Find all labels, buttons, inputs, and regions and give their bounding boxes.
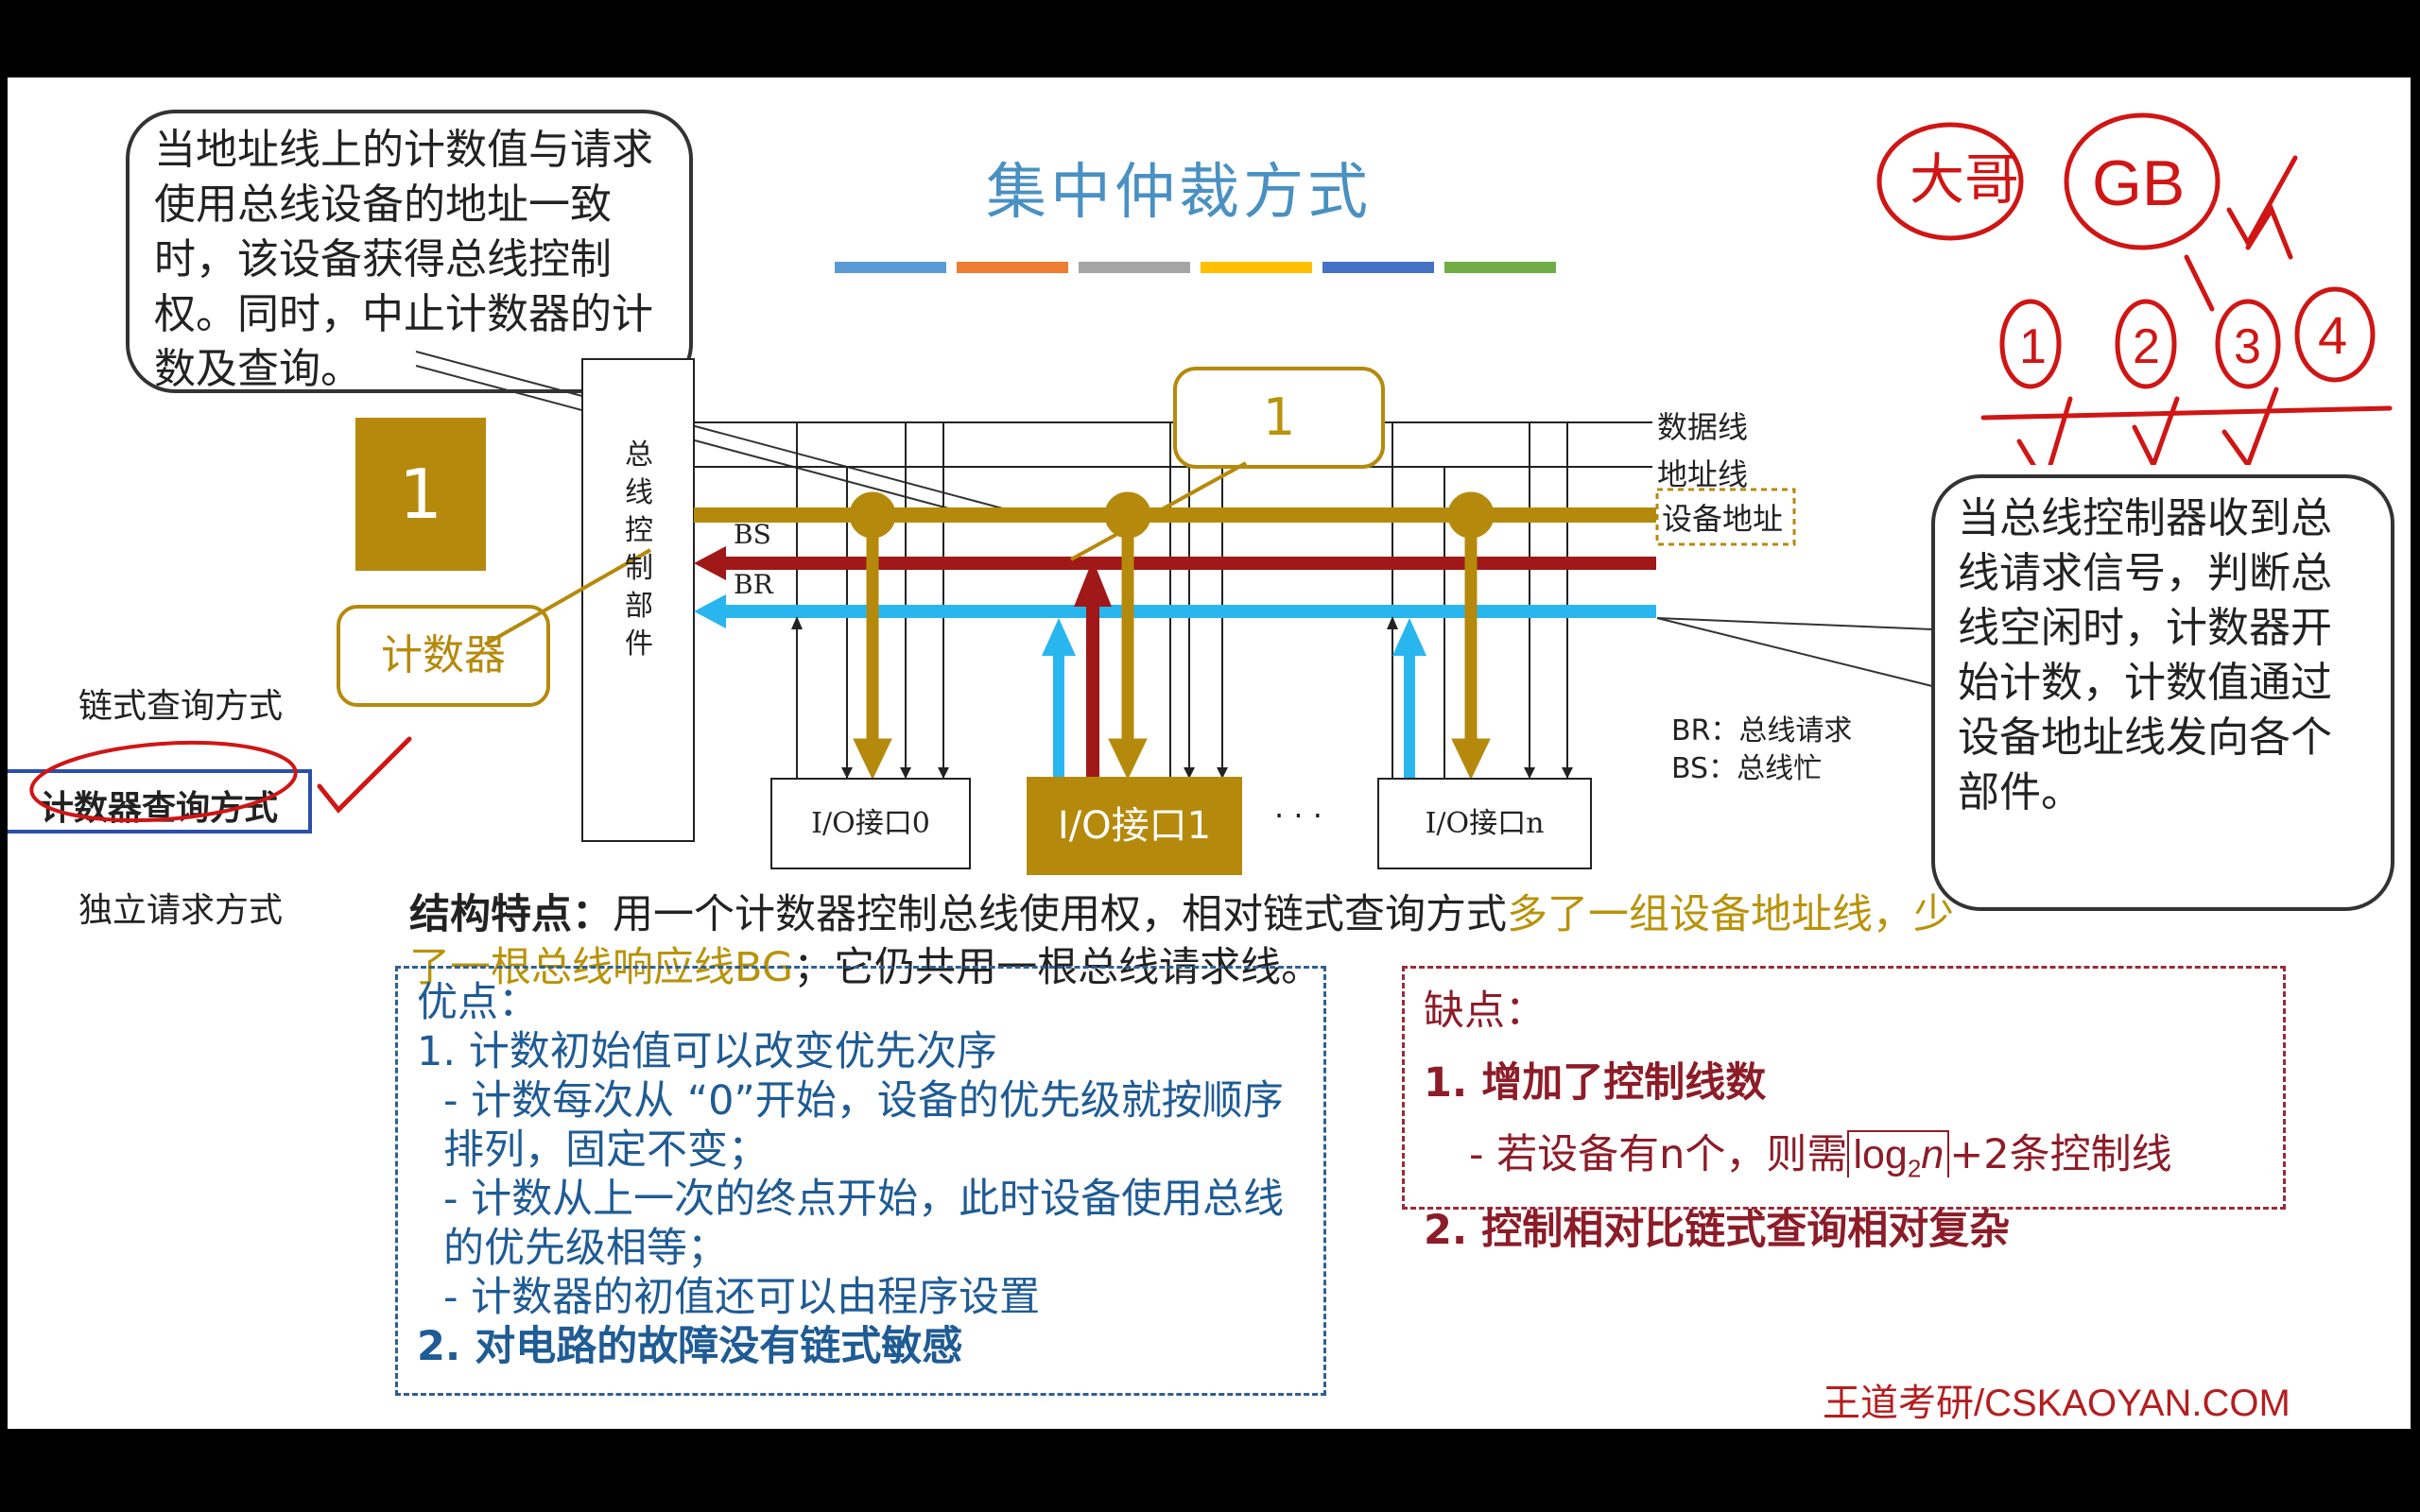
handwriting-annotation: 大哥 GB 1 2 3 4 bbox=[1876, 112, 2393, 465]
gold-taps bbox=[849, 491, 1495, 781]
io1-br-arrow bbox=[1053, 652, 1064, 779]
gold-callout-frame bbox=[1173, 367, 1385, 469]
device-address-label: 设备地址 bbox=[1662, 501, 1784, 537]
bs-arrow-head bbox=[694, 546, 726, 580]
callout-address-match: 当地址线上的计数值与请求使用总线设备的地址一致时，该设备获得总线控制权。同时，中… bbox=[126, 110, 693, 393]
slide-canvas: 集中仲裁方式 当地址线上的计数值与请求使用总线设备的地址一致时，该设备获得总线控… bbox=[8, 77, 2411, 1429]
device-address-bus bbox=[694, 507, 1656, 523]
watermark: 王道考研/CSKAOYAN.COM bbox=[1823, 1383, 2290, 1424]
counter-label: 计数器 bbox=[337, 605, 550, 707]
nav-item-independent[interactable]: 独立请求方式 bbox=[78, 891, 284, 930]
cons-item-1: 1. 增加了控制线数 bbox=[1424, 1059, 1767, 1107]
gold-callout-pointer bbox=[1070, 461, 1247, 561]
structure-text-1: 用一个计数器控制总线使用权，相对链式查询方式 bbox=[613, 891, 1507, 938]
slide-title: 集中仲裁方式 bbox=[986, 158, 1372, 228]
pros-box: 优点： 1. 计数初始值可以改变优先次序 - 计数每次从 “0”开始，设备的优先… bbox=[395, 966, 1326, 1396]
cons-heading: 缺点： bbox=[1424, 988, 1546, 1035]
pros-sub-3: - 计数器的初值还可以由程序设置 bbox=[443, 1274, 1041, 1321]
annotation-num-2: 2 bbox=[2133, 319, 2160, 374]
cons-sub-1-tail: +2条控制线 bbox=[1949, 1131, 2172, 1178]
address-line-label: 地址线 bbox=[1657, 456, 1749, 492]
legend-br: BR：总线请求 bbox=[1671, 714, 1853, 747]
nav-item-chain[interactable]: 链式查询方式 bbox=[78, 687, 284, 726]
annotation-num-4: 4 bbox=[2318, 305, 2347, 365]
title-bar-segment bbox=[835, 262, 946, 273]
small-arrow-heads bbox=[791, 616, 1573, 779]
bus-diagram bbox=[415, 351, 1956, 875]
cons-item-2: 2. 控制相对比链式查询相对复杂 bbox=[1424, 1206, 2011, 1254]
right-callout-pointer bbox=[1656, 617, 1956, 693]
bs-label: BS bbox=[734, 519, 771, 550]
step-number-box: 1 bbox=[355, 418, 486, 571]
ion-br-arrow bbox=[1404, 652, 1415, 779]
title-bar-segment bbox=[1079, 262, 1190, 273]
structure-heading: 结构特点： bbox=[409, 891, 613, 938]
br-label: BR bbox=[734, 569, 773, 600]
nav-handwriting-annotation bbox=[29, 736, 412, 823]
structure-feature: 结构特点：用一个计数器控制总线使用权，相对链式查询方式多了一组设备地址线，少了一… bbox=[409, 888, 1960, 994]
pros-heading: 优点： bbox=[417, 979, 539, 1026]
bs-bus-line bbox=[718, 557, 1656, 570]
io-interface-0-label: I/O接口0 bbox=[811, 807, 930, 840]
bus-controller-label: 总线控制部件 bbox=[625, 438, 653, 661]
io-interface-1-box bbox=[1027, 777, 1242, 875]
bus-controller-box bbox=[581, 358, 695, 842]
io-interface-1-label: I/O接口1 bbox=[1057, 804, 1212, 848]
io-interface-n-label: I/O接口n bbox=[1425, 807, 1545, 840]
gold-callout-number: 1 bbox=[1262, 387, 1296, 447]
title-bar-segment bbox=[957, 262, 1068, 273]
annotation-num-3: 3 bbox=[2234, 319, 2261, 374]
br-arrow-head bbox=[694, 594, 726, 628]
callout-pointer-line bbox=[415, 351, 1011, 511]
callout-bus-request: 当总线控制器收到总线请求信号，判断总线空闲时，计数器开始计数，计数值通过设备地址… bbox=[1931, 474, 2394, 911]
counter-callout-pointer bbox=[484, 548, 651, 646]
log-arg: n bbox=[1921, 1132, 1945, 1177]
structure-highlight: 多了一组设备地址线，少了一根总线响应线BG bbox=[409, 891, 1954, 991]
cons-sub-1-text: - 若设备有n个，则需 bbox=[1469, 1131, 1848, 1178]
annotation-big-brother: 大哥 bbox=[1910, 149, 2019, 211]
pros-item-1: 1. 计数初始值可以改变优先次序 bbox=[417, 1028, 997, 1075]
pros-item-2: 2. 对电路的故障没有链式敏感 bbox=[417, 1323, 963, 1370]
pros-sub-1: - 计数每次从 “0”开始，设备的优先级就按顺序排列，固定不变； bbox=[443, 1077, 1284, 1174]
annotation-gb: GB bbox=[2092, 147, 2185, 219]
device-address-frame bbox=[1655, 488, 1796, 546]
log-text: log bbox=[1853, 1132, 1908, 1177]
io-vertical-lines bbox=[796, 422, 1568, 779]
data-line-label: 数据线 bbox=[1657, 409, 1749, 445]
io-interface-n-box bbox=[1377, 778, 1592, 869]
io-ellipsis: · · · bbox=[1274, 798, 1322, 833]
io-interface-0-box bbox=[770, 778, 971, 869]
pros-sub-2: - 计数从上一次的终点开始，此时设备使用总线的优先级相等； bbox=[443, 1176, 1285, 1272]
legend-bs: BS：总线忙 bbox=[1671, 752, 1823, 785]
ceil-log-expression: log2n bbox=[1847, 1130, 1950, 1183]
io1-bs-arrow bbox=[1086, 602, 1099, 779]
nav-item-active-frame bbox=[8, 769, 312, 833]
log-base: 2 bbox=[1907, 1154, 1922, 1183]
title-bar-segment bbox=[1322, 262, 1434, 273]
title-bar-segment bbox=[1444, 262, 1556, 273]
br-bus-line bbox=[718, 605, 1656, 618]
annotation-num-1: 1 bbox=[2019, 319, 2047, 374]
title-bar-segment bbox=[1201, 262, 1312, 273]
